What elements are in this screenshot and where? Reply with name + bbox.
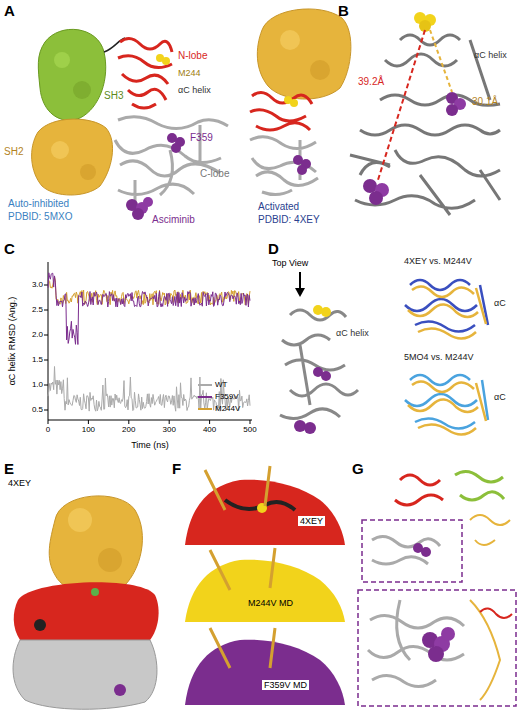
data-series (48, 273, 250, 345)
axis-tick: 3.0 (32, 280, 43, 289)
panel-letter: F (172, 460, 181, 477)
annotation-label: 30.1Å (472, 96, 498, 108)
axis-tick: 2.5 (32, 305, 43, 314)
annotation-label: C-lobe (200, 168, 229, 180)
annotation-label: PDBID: 5MXO (8, 211, 72, 223)
axis-tick: 200 (122, 425, 135, 434)
legend-text: WT (215, 380, 227, 389)
panel-letter: D (268, 240, 279, 257)
panel-letter: G (352, 460, 364, 477)
annotation-label: αC helix (178, 85, 211, 95)
annotation-label: SH2 (4, 146, 23, 158)
axis-tick: 500 (243, 425, 256, 434)
legend-text: M244V (215, 404, 240, 413)
annotation-label: Activated (258, 201, 299, 213)
panel-letter: C (4, 240, 15, 257)
annotation-label: 39.2Å (358, 76, 384, 88)
panel-letter: E (4, 460, 14, 477)
annotation-label: N-lobe (178, 50, 207, 62)
axis-tick: 100 (82, 425, 95, 434)
annotation-label: Top View (272, 258, 308, 268)
axis-tick: 0 (46, 425, 50, 434)
panel-letter: A (4, 2, 15, 19)
axis-tick: 1.5 (32, 355, 43, 364)
annotation-label: αC helix (336, 328, 369, 338)
axis-tick: 0.5 (32, 405, 43, 414)
annotation-label: PDBID: 4XEY (258, 214, 320, 226)
annotation-label: F359 (190, 132, 213, 144)
annotation-label: 4XEY vs. M244V (404, 256, 472, 266)
annotation-label: 5MO4 vs. M244V (404, 352, 474, 362)
annotation-label: αC helix (474, 50, 507, 60)
annotation-label: M244 (178, 68, 201, 78)
annotation-label: αC (494, 392, 506, 402)
annotation-label: Time (ns) (131, 440, 169, 450)
axis-tick: 2.0 (32, 330, 43, 339)
annotation-label: Asciminib (152, 214, 195, 226)
annotation-label: SH3 (104, 90, 123, 102)
annotation-label: αC (494, 298, 506, 308)
annotation-label: 4XEY (298, 516, 325, 526)
annotation-label: Auto-inhibited (8, 198, 69, 210)
legend-text: F359V (215, 392, 239, 401)
annotation-label: M244V MD (248, 598, 293, 608)
annotation-label: F359V MD (262, 680, 309, 690)
annotation-label: 4XEY (8, 478, 31, 488)
axis-tick: 400 (203, 425, 216, 434)
panel-letter: B (338, 2, 349, 19)
annotation-label: αC helix RMSD (Ang.) (7, 297, 17, 386)
axis-tick: 300 (163, 425, 176, 434)
axis-tick: 1.0 (32, 380, 43, 389)
